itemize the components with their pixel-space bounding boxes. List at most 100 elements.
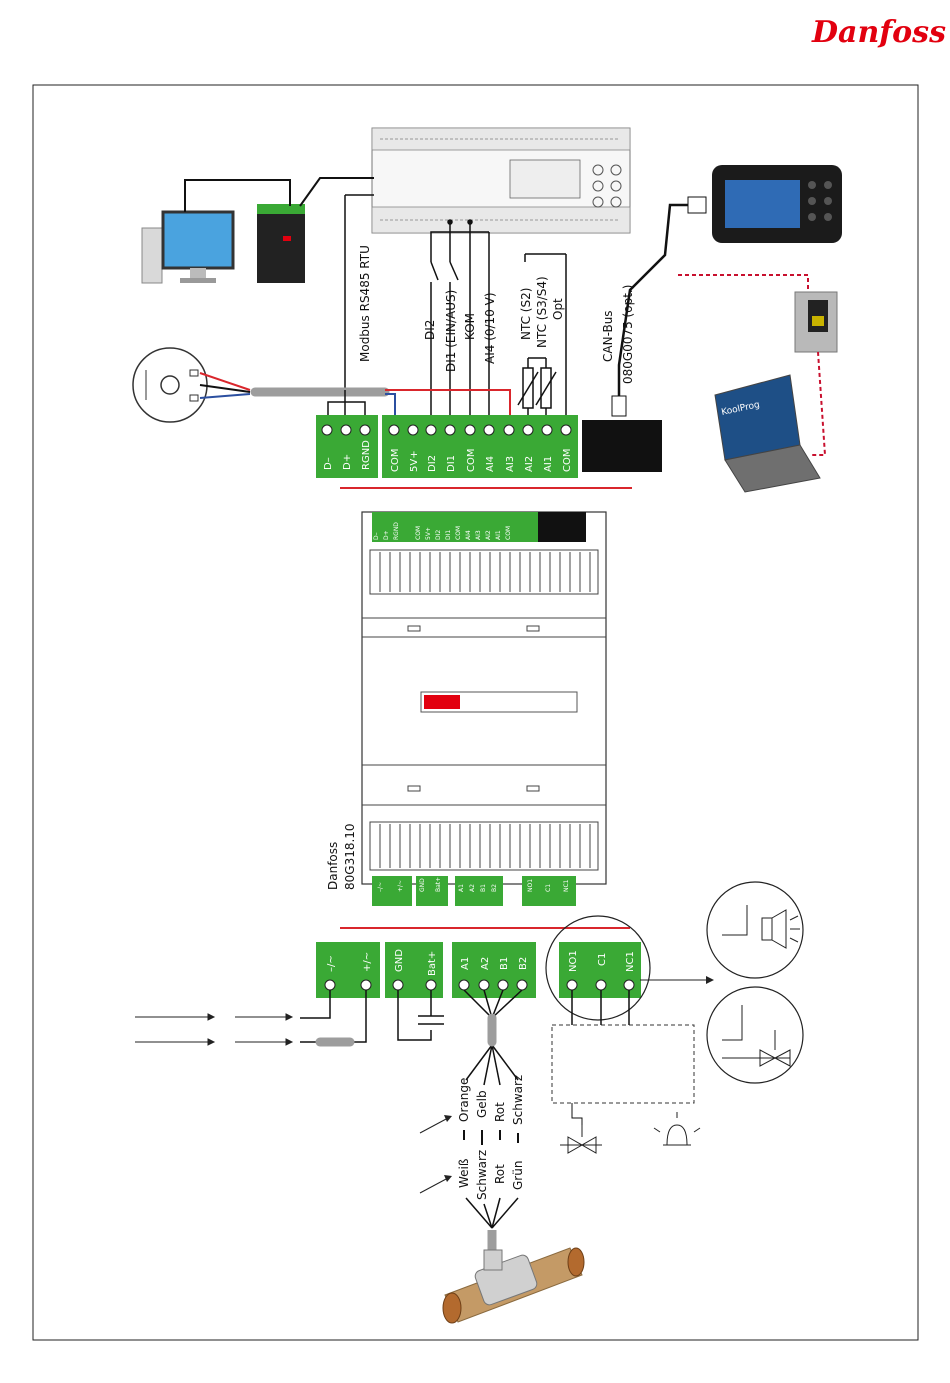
terminal-ai1: AI1 [543,456,554,472]
terminal-a2: A2 [480,957,491,970]
gateway-controller-cable [299,177,374,207]
wire-rot-2: Rot [493,1164,507,1184]
canbus-connector-box [582,420,662,472]
svg-text:AI2: AI2 [485,530,492,540]
power-terminal-block: –/~ +/~ [316,942,380,998]
wire-schwarz-2: Schwarz [475,1150,489,1200]
terminal-gnd: GND [394,949,405,972]
terminal-d-plus: D+ [342,454,353,470]
diagram-frame [32,84,919,1341]
label-di1: DI1 (EIN/AUS) [444,290,458,372]
valve-cable-fanout [465,1197,519,1229]
svg-text:COM: COM [455,526,462,540]
relay-dashed-box [551,990,695,1133]
pressure-sensor-icon [132,347,208,423]
danfoss-logo: Danfoss [811,15,946,50]
terminal-com-3: COM [562,449,573,472]
computer-icon [141,210,235,284]
relay-zoom-circle [545,915,651,1021]
terminal-no1: NO1 [568,950,579,972]
terminal-a1: A1 [460,957,471,970]
svg-text:5V+: 5V+ [425,527,432,540]
svg-text:B2: B2 [491,884,498,892]
label-canbus: CAN-Bus [601,310,615,362]
battery-terminal-block: GND Bat+ [385,942,443,998]
motor-cable-fanout [463,989,523,1086]
expansion-valve-icon [560,1125,602,1154]
top-terminal-block-right: COM 5V+ DI2 DI1 COM AI4 AI3 AI2 AI1 COM [382,415,578,478]
wire-gruen: Grün [511,1161,525,1190]
svg-text:D+: D+ [383,530,390,540]
svg-text:DI2: DI2 [435,530,442,540]
relay-load-icon [706,881,804,979]
wire-schwarz-1: Schwarz [511,1075,525,1125]
svg-text:DI1: DI1 [445,530,452,540]
rj-connector [611,395,627,417]
terminal-b1: B1 [499,957,510,970]
terminal-ai2: AI2 [524,456,535,472]
device-brand-label: Danfoss [326,842,340,890]
svg-text:–/~: –/~ [377,882,384,892]
dashed-link-top [678,274,809,290]
label-ai4: AI4 (0/10 V) [483,292,497,364]
terminal-d-minus: D– [323,457,334,470]
svg-text:NO1: NO1 [527,879,534,892]
alarm-bell-icon [653,1112,701,1146]
label-ntc-s3s4: NTC (S3/S4) [535,276,549,348]
terminal-di1: DI1 [446,455,457,472]
pc-gateway-cable [184,179,291,212]
motor-terminal-block: A1 A2 B1 B2 [452,942,536,998]
driver-module: D– D+ RGND COM 5V+ DI2 DI1 COM AI4 AI3 A… [361,511,607,906]
terminal-ai4: AI4 [485,456,496,472]
dashed-link-bottom [812,351,827,456]
signal-wires [430,219,567,430]
svg-text:D–: D– [373,532,380,540]
terminal-ac-minus: –/~ [326,955,337,972]
solenoid-valve-icon [706,986,804,1084]
terminal-ac-plus: +/~ [362,952,373,972]
terminal-com-2: COM [466,449,477,472]
label-ntc-s2: NTC (S2) [519,288,533,340]
terminal-c1: C1 [597,953,608,966]
terminal-b2: B2 [518,957,529,970]
arrow-2 [419,1177,449,1194]
svg-text:AI4: AI4 [465,530,472,540]
svg-text:C1: C1 [545,884,552,892]
svg-text:RGND: RGND [393,522,400,540]
svg-text:NC1: NC1 [563,879,570,892]
terminal-di2: DI2 [427,455,438,472]
label-display-code: 080G0075 (opt.) [621,285,635,384]
label-modbus: Modbus RS485 RTU [358,245,372,362]
svg-text:A2: A2 [469,884,476,892]
power-arrows [135,1013,294,1046]
laptop-icon: KoolProg [714,374,821,493]
wire-gelb: Gelb [475,1090,489,1118]
svg-text:AI1: AI1 [495,530,502,540]
svg-text:COM: COM [505,526,512,540]
label-di2: DI2 [423,320,437,340]
wire-rot-1: Rot [493,1102,507,1122]
svg-text:AI3: AI3 [475,530,482,540]
gateway-module-icon [257,204,305,283]
battery-wiring [397,990,444,1041]
terminal-bat-plus: Bat+ [427,951,438,976]
display-module-icon [794,291,838,353]
terminal-nc1: NC1 [625,951,636,972]
svg-text:+/~: +/~ [397,880,404,892]
terminal-5v: 5V+ [409,450,420,472]
terminal-com-1: COM [390,449,401,472]
top-terminal-block-left: D– D+ RGND [316,415,378,478]
svg-text:Bat+: Bat+ [435,877,442,892]
terminal-ai3: AI3 [505,456,516,472]
arrow-1 [419,1117,449,1134]
relay-terminal-block: NO1 C1 NC1 [559,942,641,998]
wire-weiss: Weiß [457,1158,471,1188]
svg-text:GND: GND [419,878,426,892]
canbus-cable [617,203,690,396]
controller-icon [371,127,631,234]
display-icon [712,165,842,243]
device-code-label: 80G318.10 [343,823,357,890]
label-opt: Opt [551,298,565,320]
svg-text:COM: COM [415,526,422,540]
